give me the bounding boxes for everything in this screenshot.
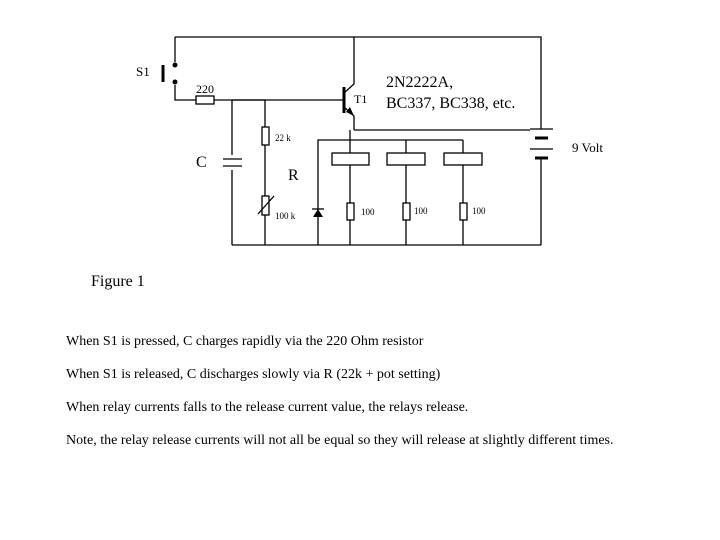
switch-label: S1	[136, 64, 150, 79]
timing-r-label: R	[288, 167, 299, 184]
relay-drops	[349, 130, 464, 153]
relay-resistor-2	[402, 202, 411, 221]
note-line: When relay currents falls to the release…	[66, 400, 469, 415]
relay-resistor-1-label: 100	[361, 207, 375, 217]
resistor-22k-label: 22 k	[275, 133, 291, 143]
cap-gap	[224, 155, 242, 170]
relay-coil-1	[331, 152, 370, 166]
transistor-types-line2: BC337, BC338, etc.	[386, 95, 515, 112]
relay-resistor-3	[459, 202, 468, 221]
battery-label: 9 Volt	[572, 140, 603, 155]
transistor-types-line1: 2N2222A,	[386, 74, 453, 91]
note-line: When S1 is released, C discharges slowly…	[66, 367, 441, 382]
relay-leads	[349, 165, 464, 245]
transistor-label: T1	[354, 92, 367, 106]
note-line: When S1 is pressed, C charges rapidly vi…	[66, 334, 424, 349]
figure-caption: Figure 1	[91, 273, 145, 290]
relay-coil-3	[443, 152, 483, 166]
timing-wire	[231, 100, 266, 245]
top-wire	[175, 36, 542, 125]
pot-arrow-icon	[257, 195, 275, 215]
relay-resistor-3-label: 100	[472, 206, 486, 216]
diode-icon	[313, 209, 323, 217]
emitter-arrow-icon	[346, 107, 354, 116]
relay-coil-2	[386, 152, 426, 166]
relay-resistor-1	[346, 202, 355, 221]
note-line: Note, the relay release currents will no…	[66, 433, 614, 448]
capacitor-label: C	[196, 154, 207, 171]
resistor-220-label: 220	[196, 82, 214, 96]
collector-wire	[343, 37, 355, 94]
switch-lead-bottom	[174, 85, 196, 101]
explanation-notes: When S1 is pressed, C charges rapidly vi…	[66, 334, 706, 466]
resistor-220	[195, 95, 215, 105]
switch-contact-bottom	[172, 79, 178, 85]
switch-contact-top	[172, 62, 178, 68]
pot-label: 100 k	[275, 211, 296, 221]
resistor-22k	[261, 126, 270, 146]
relay-resistor-2-label: 100	[414, 206, 428, 216]
battery-gap	[530, 125, 554, 170]
